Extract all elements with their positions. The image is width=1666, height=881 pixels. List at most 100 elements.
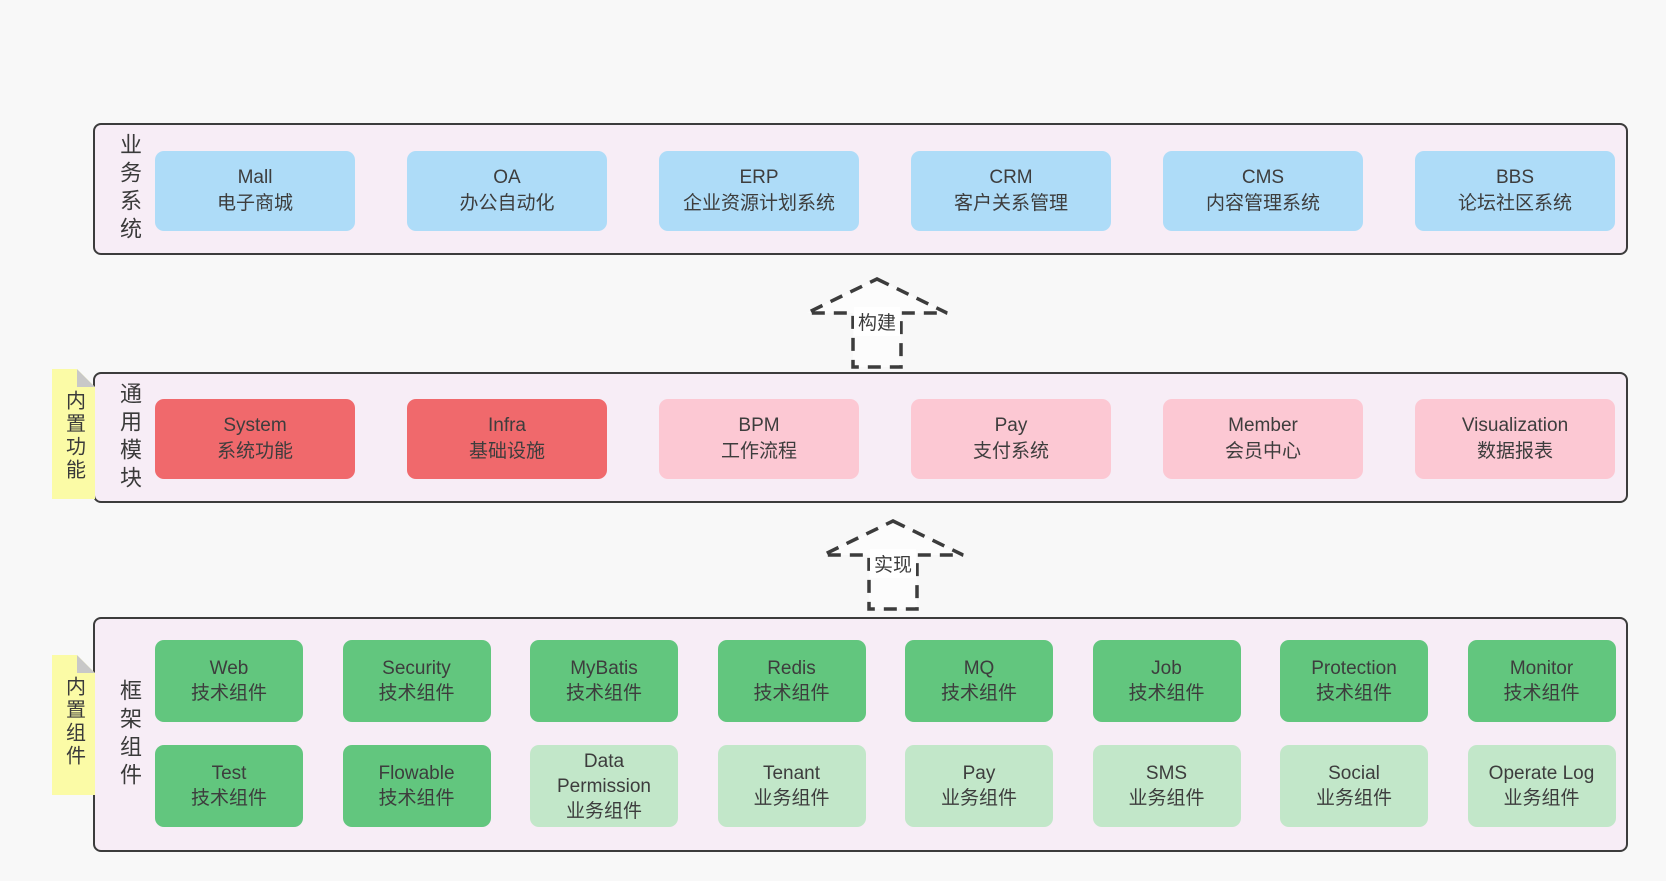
arrow-build-label: 构建 [853,307,901,336]
box-system: System 系统功能 [155,399,355,479]
box-protection: Protection 技术组件 [1280,640,1428,722]
box-title: Pay [962,763,996,784]
box-title: MQ [963,658,995,679]
sticky-builtin-features-label: 内置功能 [62,390,85,482]
box-subtitle: 技术组件 [1503,683,1580,704]
box-operate-log: Operate Log 业务组件 [1467,745,1616,827]
box-subtitle: 电子商城 [216,193,293,214]
box-title: MyBatis [570,658,638,679]
box-pay: Pay 业务组件 [905,745,1053,827]
sticky-note-builtin-components: 内置组件 [52,655,95,795]
box-subtitle: 办公自动化 [459,193,555,214]
box-title: Social [1328,763,1380,784]
arrow-implement: 实现 [821,518,965,612]
panel-business-systems: 业务系统 Mall 电子商城 OA 办公自动化 ERP 企业资源计划系统 CRM 客户关系管理… [93,123,1628,255]
box-redis: Redis 技术组件 [717,640,866,722]
panel-business-label: 业务系统 [117,133,142,245]
box-title: Protection [1311,658,1397,679]
box-subtitle: 技术组件 [940,683,1017,704]
panel-framework-label: 框架组件 [117,678,142,791]
box-oa: OA 办公自动化 [407,151,607,231]
panel-common-modules: 通用模块 System 系统功能 Infra 基础设施 BPM 工作流程 Pay 支付系统 Me… [93,372,1628,503]
box-subtitle: 业务组件 [565,800,642,822]
box-title: Security [382,658,451,679]
box-title: Pay [994,415,1028,436]
box-crm: CRM 客户关系管理 [911,151,1111,231]
arrow-build: 构建 [805,276,949,370]
box-subtitle: 技术组件 [1315,683,1392,704]
box-title: Redis [767,658,816,679]
panel-business-label-column: 业务系统 [107,125,151,253]
box-title: System [223,415,287,436]
panel-modules-label: 通用模块 [117,381,142,494]
panel-framework-label-column: 框架组件 [107,619,151,850]
box-subtitle: 业务组件 [1128,788,1205,809]
box-title: BBS [1495,167,1535,188]
box-subtitle: 会员中心 [1224,441,1301,462]
box-title: Web [209,658,249,679]
box-bpm: BPM 工作流程 [659,399,859,479]
box-sms: SMS 业务组件 [1092,745,1241,827]
box-bbs: BBS 论坛社区系统 [1415,151,1615,231]
box-subtitle: 支付系统 [972,441,1049,462]
panel-modules-label-column: 通用模块 [107,374,151,501]
box-title: BPM [738,415,780,436]
box-subtitle: 业务组件 [940,788,1017,809]
box-subtitle: 内容管理系统 [1205,193,1320,214]
box-erp: ERP 企业资源计划系统 [659,151,859,231]
box-subtitle: 数据报表 [1476,441,1553,462]
box-subtitle: 技术组件 [378,683,455,704]
box-title: Test [211,763,247,784]
box-member: Member 会员中心 [1163,399,1363,479]
box-subtitle: 企业资源计划系统 [682,193,835,214]
box-web: Web 技术组件 [155,640,303,722]
box-title: Flowable [378,763,455,784]
box-mq: MQ 技术组件 [905,640,1053,722]
box-title: Operate Log [1488,763,1595,784]
box-title: Job [1151,658,1182,679]
box-title: CRM [989,167,1033,188]
box-infra: Infra 基础设施 [407,399,607,479]
box-title: Mall [237,167,273,188]
box-title: OA [493,167,521,188]
box-mall: Mall 电子商城 [155,151,355,231]
box-security: Security 技术组件 [342,640,491,722]
box-subtitle: 业务组件 [1315,788,1392,809]
box-social: Social 业务组件 [1280,745,1428,827]
box-subtitle: 技术组件 [190,683,267,704]
sticky-note-builtin-features: 内置功能 [52,369,95,499]
box-title: Member [1228,415,1298,436]
arrow-implement-label: 实现 [869,549,917,578]
modules-boxes-row: System 系统功能 Infra 基础设施 BPM 工作流程 Pay 支付系统 Member 会… [155,399,1615,479]
box-subtitle: 技术组件 [565,683,642,704]
box-title: Infra [487,415,527,436]
box-flowable: Flowable 技术组件 [342,745,491,827]
box-title: Visualization [1461,415,1569,436]
box-subtitle: 技术组件 [378,788,455,809]
box-title: Data Permission [557,750,651,797]
box-data-permission: Data Permission 业务组件 [530,745,678,827]
box-cms: CMS 内容管理系统 [1163,151,1363,231]
box-title: CMS [1241,167,1285,188]
box-subtitle: 基础设施 [468,441,545,462]
box-title: ERP [739,167,779,188]
box-mybatis: MyBatis 技术组件 [530,640,678,722]
box-subtitle: 业务组件 [1503,788,1580,809]
box-subtitle: 客户关系管理 [953,193,1068,214]
box-subtitle: 系统功能 [216,441,293,462]
box-subtitle: 业务组件 [753,788,830,809]
box-visualization: Visualization 数据报表 [1415,399,1615,479]
box-subtitle: 技术组件 [753,683,830,704]
box-title: SMS [1145,763,1188,784]
box-subtitle: 工作流程 [720,441,797,462]
box-subtitle: 论坛社区系统 [1457,193,1572,214]
